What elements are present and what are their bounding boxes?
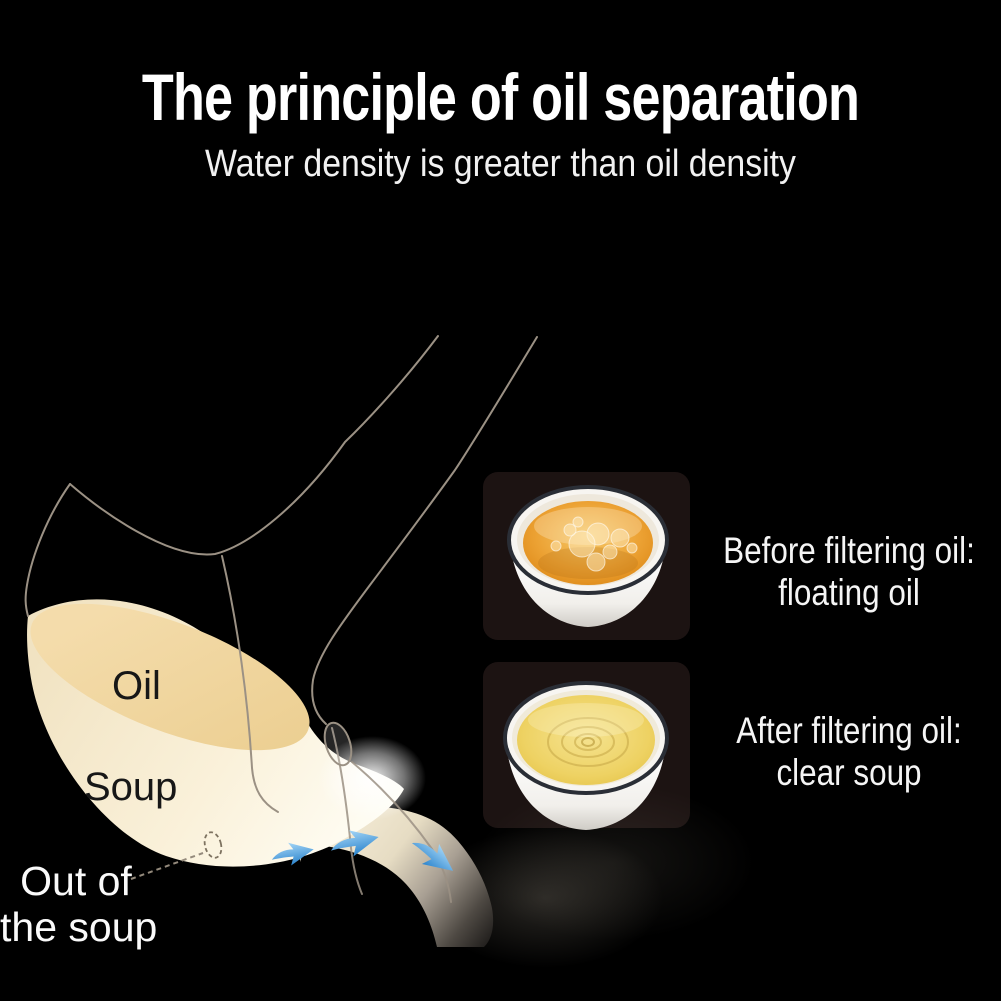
spout-edge-line [331, 727, 363, 895]
page-subtitle: Water density is greater than oil densit… [205, 143, 796, 185]
oil-layer [30, 603, 310, 751]
ladle-rim-front-line [221, 555, 279, 813]
after-filtering-line2: clear soup [776, 752, 922, 793]
before-filtering-label: Before filtering oil: floating oil [722, 530, 977, 614]
ladle-bowl-left-edge [24, 483, 71, 617]
floating-oil-blobs [550, 516, 638, 572]
clear-soup-liquid [517, 695, 655, 785]
liquid-highlight [528, 703, 644, 737]
bowl-with-floating-oil [507, 485, 669, 627]
before-filtering-line1: Before filtering oil: [723, 530, 975, 571]
spout-cylinder [323, 721, 353, 767]
ladle-handle-right-line [311, 336, 538, 725]
out-of-the-soup-label: Out of the soup [0, 858, 158, 950]
before-filtering-line2: floating oil [778, 572, 920, 613]
spout-edge-line [351, 761, 452, 903]
stream-fade-glow [475, 784, 755, 940]
page-title: The principle of oil separation [141, 60, 860, 134]
ladle-outline [24, 335, 538, 903]
bowl-with-clear-soup [503, 681, 669, 830]
drain-hole-marker [203, 831, 223, 859]
out-label-line1: Out of [20, 858, 132, 904]
leader-line [130, 852, 204, 880]
oil-layer-label: Oil [112, 664, 161, 708]
after-filtering-label: After filtering oil: clear soup [722, 710, 977, 794]
ladle-handle-left-line [69, 335, 439, 556]
soup-ripples [547, 717, 629, 767]
soup-layer-label: Soup [84, 765, 178, 809]
after-filtering-line1: After filtering oil: [736, 710, 962, 751]
out-label-line2: the soup [0, 904, 158, 950]
